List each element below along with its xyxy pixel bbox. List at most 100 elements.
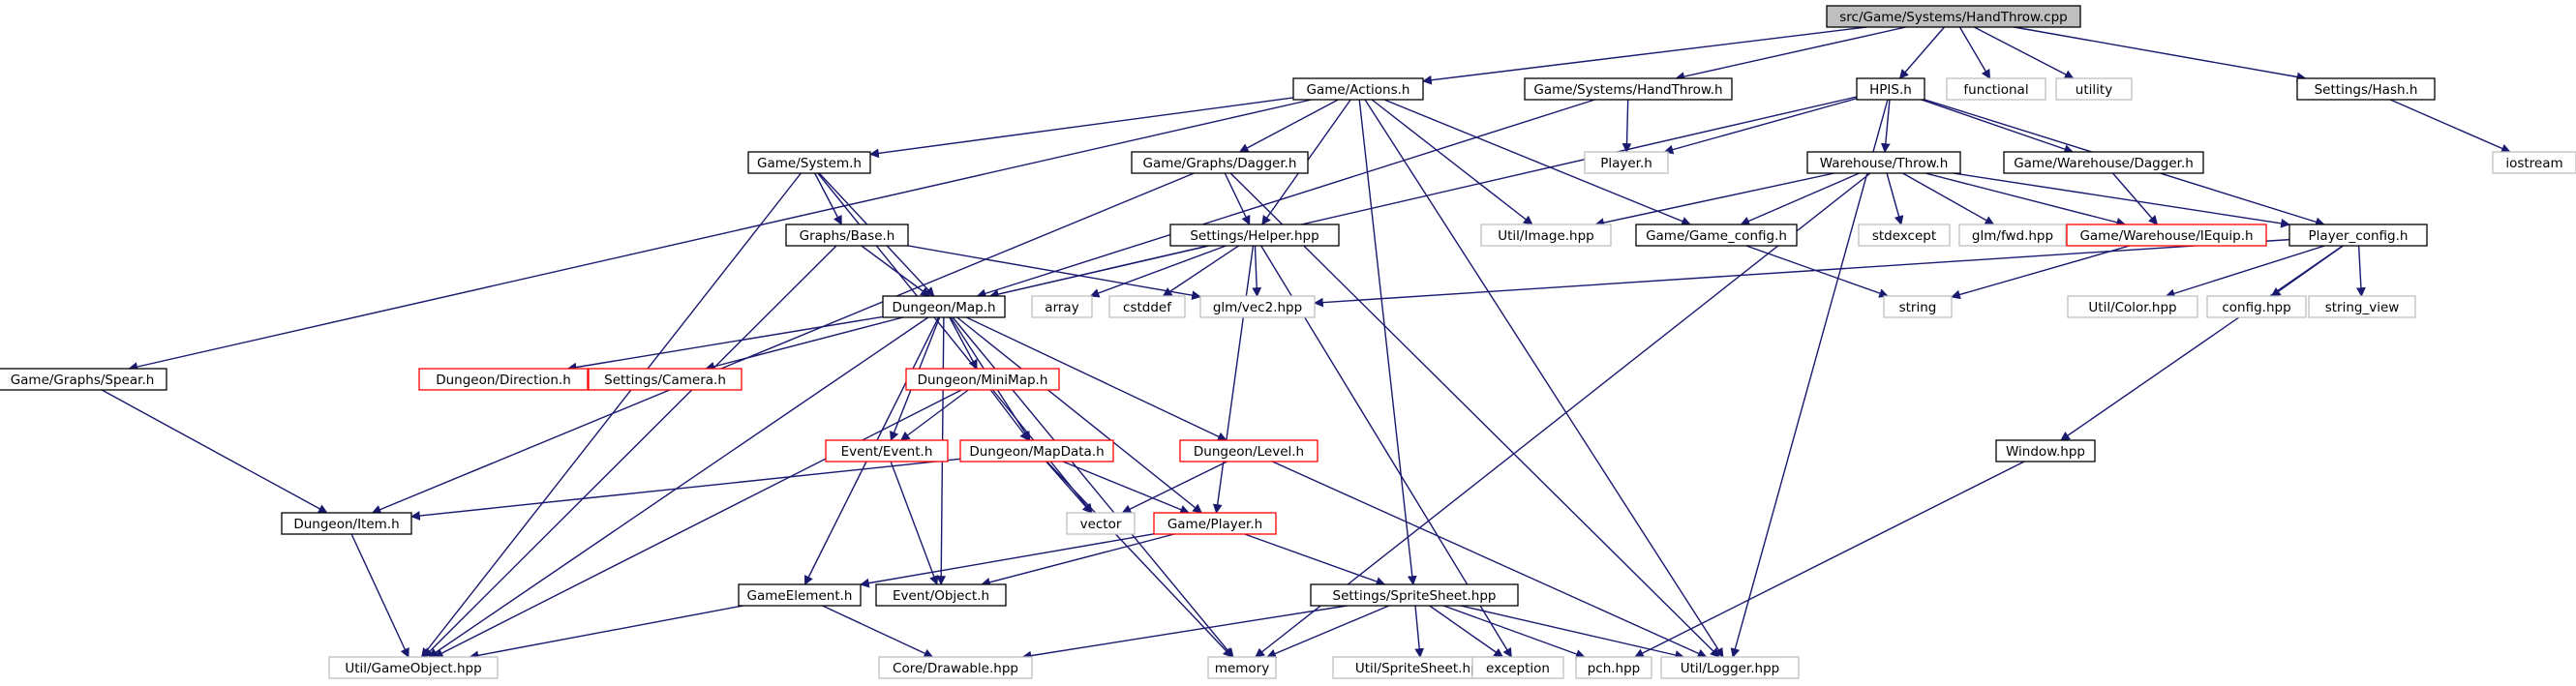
node-label-gameobject: Util/GameObject.hpp (345, 661, 481, 676)
node-label-wh_dagger: Game/Warehouse/Dagger.h (2014, 156, 2194, 171)
node-label-handthrow_h: Game/Systems/HandThrow.h (1533, 82, 1722, 98)
include-edge-gameelement-to-gameobject (469, 605, 743, 661)
node-box-memory (1207, 656, 1277, 679)
node-string: string (1883, 295, 1953, 318)
node-label-memory: memory (1215, 661, 1269, 676)
node-direction[interactable]: Dungeon/Direction.h (418, 368, 589, 391)
include-edge-graphs_base-to-map (861, 245, 930, 297)
include-edge-actions-to-system (869, 97, 1294, 159)
include-edge-handthrow_h-to-player_h (1621, 99, 1632, 153)
node-util_image: Util/Image.hpp (1480, 224, 1612, 247)
node-drawable: Core/Drawable.hpp (878, 656, 1033, 679)
node-label-stdexcept: stdexcept (1872, 228, 1936, 244)
node-label-actions: Game/Actions.h (1307, 82, 1410, 98)
node-event_object[interactable]: Event/Object.h (875, 583, 1007, 607)
node-camera[interactable]: Settings/Camera.h (588, 368, 742, 391)
node-box-player_h (1584, 151, 1669, 174)
node-label-level: Dungeon/Level.h (1194, 444, 1304, 460)
include-edge-game_player-to-gameelement (860, 533, 1155, 588)
include-edge-map-to-minimap (949, 316, 978, 370)
node-graphs_dagger[interactable]: Game/Graphs/Dagger.h (1131, 151, 1309, 174)
node-label-glm_fwd: glm/fwd.hpp (1972, 228, 2053, 244)
node-player_config[interactable]: Player_config.h (2288, 224, 2428, 247)
node-label-camera: Settings/Camera.h (604, 373, 726, 388)
node-box-wh_throw (1806, 151, 1961, 174)
node-label-helper: Settings/Helper.hpp (1190, 228, 1318, 244)
node-label-exception: exception (1486, 661, 1550, 676)
node-game_player[interactable]: Game/Player.h (1153, 512, 1277, 535)
include-edge-system-to-gameobject (421, 172, 802, 658)
node-root[interactable]: src/Game/Systems/HandThrow.cpp (1826, 5, 2081, 28)
node-label-hash: Settings/Hash.h (2315, 82, 2418, 98)
node-box-root (1826, 5, 2081, 28)
node-helper[interactable]: Settings/Helper.hpp (1169, 224, 1340, 247)
node-box-drawable (878, 656, 1033, 679)
node-game_config[interactable]: Game/Game_config.h (1635, 224, 1798, 247)
node-cstddef: cstddef (1108, 295, 1186, 318)
node-iequip[interactable]: Game/Warehouse/IEquip.h (2066, 224, 2267, 247)
node-level[interactable]: Dungeon/Level.h (1179, 439, 1318, 462)
include-edge-actions-to-game_config (1383, 99, 1691, 226)
include-edge-player_config-to-window (2060, 245, 2344, 441)
include-edge-helper-to-cstddef (1162, 245, 1239, 297)
include-edge-root-to-hash (2014, 26, 2307, 82)
include-edge-actions-to-logger (1364, 99, 1724, 658)
node-box-game_config (1635, 224, 1798, 247)
node-wh_throw[interactable]: Warehouse/Throw.h (1806, 151, 1961, 174)
node-box-logger (1660, 656, 1800, 679)
node-box-map (882, 295, 1006, 318)
node-actions[interactable]: Game/Actions.h (1292, 77, 1424, 101)
node-hpis[interactable]: HPIS.h (1856, 77, 1925, 101)
node-gameelement[interactable]: GameElement.h (738, 583, 862, 607)
node-box-hash (2296, 77, 2436, 101)
include-edge-helper-to-game_player (1212, 245, 1255, 514)
node-box-game_player (1153, 512, 1277, 535)
include-edge-graphs_dagger-to-logger (1229, 172, 1720, 658)
node-label-system: Game/System.h (757, 156, 862, 171)
node-wh_dagger[interactable]: Game/Warehouse/Dagger.h (2003, 151, 2204, 174)
node-box-cstddef (1108, 295, 1186, 318)
node-box-string (1883, 295, 1953, 318)
node-memory: memory (1207, 656, 1277, 679)
node-mapdata[interactable]: Dungeon/MapData.h (959, 439, 1114, 462)
node-box-utility (2055, 77, 2133, 101)
node-map[interactable]: Dungeon/Map.h (882, 295, 1006, 318)
include-edge-graphs_dagger-to-helper (1224, 172, 1251, 225)
node-event[interactable]: Event/Event.h (825, 439, 949, 462)
node-item[interactable]: Dungeon/Item.h (281, 512, 412, 535)
include-edge-map-to-level (965, 316, 1227, 441)
node-box-hpis (1856, 77, 1925, 101)
include-edge-spritesheet_s-to-logger (1460, 605, 1685, 660)
node-window[interactable]: Window.hpp (1995, 439, 2096, 462)
node-box-window (1995, 439, 2096, 462)
node-box-config_hpp (2206, 295, 2307, 318)
node-label-minimap: Dungeon/MiniMap.h (918, 373, 1048, 388)
node-label-spear: Game/Graphs/Spear.h (11, 373, 155, 388)
include-edge-actions-to-graphs_dagger (1238, 99, 1339, 153)
include-edge-wh_dagger-to-iequip (2112, 172, 2159, 225)
include-edge-graphs_base-to-gameobject (423, 245, 837, 658)
node-minimap[interactable]: Dungeon/MiniMap.h (905, 368, 1060, 391)
node-label-direction: Dungeon/Direction.h (436, 373, 571, 388)
node-box-stdexcept (1858, 224, 1951, 247)
node-box-glm_vec2 (1199, 295, 1316, 318)
node-spear[interactable]: Game/Graphs/Spear.h (0, 368, 167, 391)
node-label-mapdata: Dungeon/MapData.h (969, 444, 1104, 460)
node-box-spear (0, 368, 167, 391)
node-label-functional: functional (1963, 82, 2028, 98)
node-label-graphs_base: Graphs/Base.h (800, 228, 895, 244)
node-box-util_color (2067, 295, 2198, 318)
node-spritesheet_s[interactable]: Settings/SpriteSheet.hpp (1310, 583, 1519, 607)
node-system[interactable]: Game/System.h (747, 151, 871, 174)
node-hash[interactable]: Settings/Hash.h (2296, 77, 2436, 101)
include-edge-actions-to-spear (128, 99, 1312, 372)
include-edge-root-to-utility (1973, 26, 2075, 79)
node-label-util_spritesheet: Util/SpriteSheet.hpp (1355, 661, 1487, 676)
include-edge-event-to-event_object (890, 461, 939, 585)
include-edge-map-to-gameobject (428, 316, 929, 658)
node-handthrow_h[interactable]: Game/Systems/HandThrow.h (1524, 77, 1733, 101)
node-graphs_base[interactable]: Graphs/Base.h (785, 224, 909, 247)
node-label-array: array (1045, 300, 1078, 315)
node-label-root: src/Game/Systems/HandThrow.cpp (1839, 10, 2067, 25)
